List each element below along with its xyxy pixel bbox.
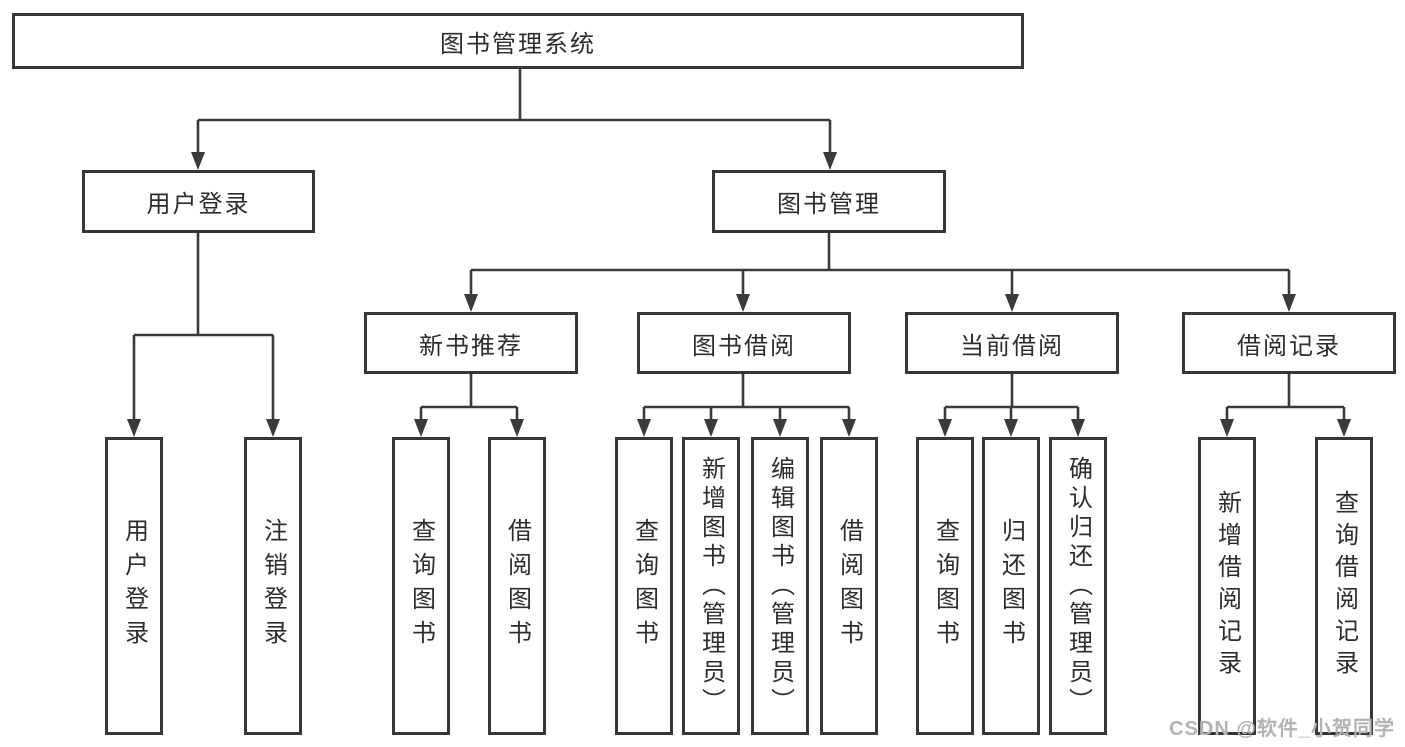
leaf-user-login: 用户登录 [105,437,163,735]
leaf-add-borrow-record: 新增借阅记录 [1198,437,1256,735]
node-book-borrowing: 图书借阅 [637,312,851,374]
node-user-login-module: 用户登录 [82,170,315,233]
leaf-query-books-borrow: 查询图书 [615,437,673,735]
node-new-book-recommend: 新书推荐 [364,312,578,374]
leaf-query-books-current: 查询图书 [916,437,974,735]
leaf-logout: 注销登录 [244,437,302,735]
leaf-confirm-return-admin: 确认归还（管理员） [1049,437,1107,735]
leaf-add-books-admin: 新增图书（管理员） [682,437,740,735]
node-book-management-module: 图书管理 [712,170,946,233]
arrowheads [127,152,1351,437]
leaf-return-books: 归还图书 [982,437,1040,735]
node-current-borrowing: 当前借阅 [905,312,1119,374]
leaf-edit-books-admin: 编辑图书（管理员） [751,437,809,735]
node-borrowing-records: 借阅记录 [1182,312,1396,374]
node-root-system: 图书管理系统 [12,13,1024,69]
csdn-watermark: CSDN @软件_小贺同学 [1169,718,1395,740]
leaf-borrow-books: 借阅图书 [820,437,878,735]
leaf-borrow-books-recommend: 借阅图书 [488,437,546,735]
leaf-query-borrow-record: 查询借阅记录 [1315,437,1373,735]
leaf-query-books-recommend: 查询图书 [392,437,450,735]
